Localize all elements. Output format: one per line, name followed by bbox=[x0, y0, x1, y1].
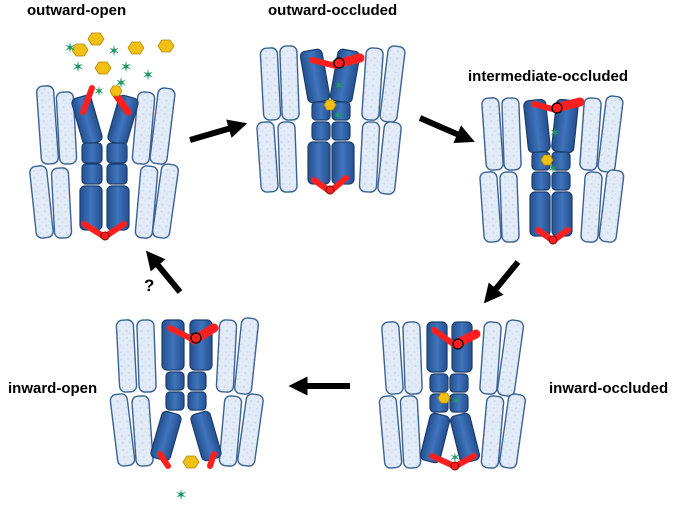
core-helices bbox=[71, 94, 139, 231]
gate-residues bbox=[157, 323, 219, 469]
label-outward-open: outward-open bbox=[27, 2, 127, 19]
substrate-cloud bbox=[71, 32, 175, 97]
outer-helices bbox=[109, 317, 264, 467]
gate-residues bbox=[309, 53, 365, 195]
outer-helices bbox=[378, 319, 526, 469]
core-helices bbox=[299, 48, 361, 185]
arrow-inward-open-to-outward-open bbox=[145, 250, 183, 294]
ion-cloud: ✶ ✶ ✶ ✶ ✶ ✶ ✶ bbox=[64, 39, 155, 100]
substrate-hexagon bbox=[540, 154, 554, 166]
outer-helices bbox=[256, 45, 406, 195]
substrate-hexagon bbox=[182, 455, 200, 469]
label-intermediate-occluded: intermediate-occluded bbox=[468, 68, 629, 85]
sodium-ion: ✶ bbox=[450, 451, 461, 466]
sodium-ion: ✶ bbox=[550, 126, 561, 141]
sodium-ion: ✶ bbox=[333, 109, 344, 124]
sodium-ion: ✶ bbox=[451, 394, 462, 409]
core-helices bbox=[150, 319, 222, 462]
cycle-arrows bbox=[145, 115, 521, 396]
arrow-outward-occluded-to-intermediate bbox=[418, 115, 475, 143]
arrow-outward-open-to-outward-occluded bbox=[189, 119, 248, 143]
sodium-ion: ✶ bbox=[334, 79, 345, 94]
svg-text:✶: ✶ bbox=[108, 42, 121, 60]
transition-question-mark: ? bbox=[144, 276, 155, 295]
svg-text:✶: ✶ bbox=[64, 39, 77, 57]
svg-text:✶: ✶ bbox=[142, 66, 155, 84]
svg-text:✶: ✶ bbox=[115, 74, 128, 92]
label-inward-occluded: inward-occluded bbox=[549, 380, 669, 397]
substrate-hexagon bbox=[437, 392, 451, 404]
arrow-intermediate-to-inward-occluded bbox=[483, 260, 521, 304]
transporter-inward-occluded: ✶ ✶ bbox=[378, 319, 526, 471]
svg-text:✶: ✶ bbox=[93, 84, 105, 100]
transporter-outward-open: ✶ ✶ ✶ ✶ ✶ ✶ ✶ bbox=[29, 32, 179, 241]
transporter-outward-occluded: ✶ ✶ bbox=[256, 45, 406, 195]
outer-helices bbox=[29, 85, 179, 239]
svg-text:✶: ✶ bbox=[120, 58, 133, 76]
transporter-intermediate-occluded: ✶ ✶ bbox=[479, 95, 625, 245]
sodium-ion: ✶ bbox=[548, 162, 559, 177]
label-inward-open: inward-open bbox=[8, 380, 98, 397]
label-outward-occluded: outward-occluded bbox=[268, 2, 398, 19]
transporter-inward-open: ✶ bbox=[109, 317, 264, 504]
substrate-hexagon bbox=[323, 99, 337, 111]
outer-helices bbox=[479, 95, 625, 243]
gate-residues bbox=[429, 327, 481, 471]
gate-residues bbox=[531, 97, 585, 245]
sodium-ion: ✶ bbox=[175, 486, 188, 504]
svg-text:✶: ✶ bbox=[72, 58, 85, 76]
